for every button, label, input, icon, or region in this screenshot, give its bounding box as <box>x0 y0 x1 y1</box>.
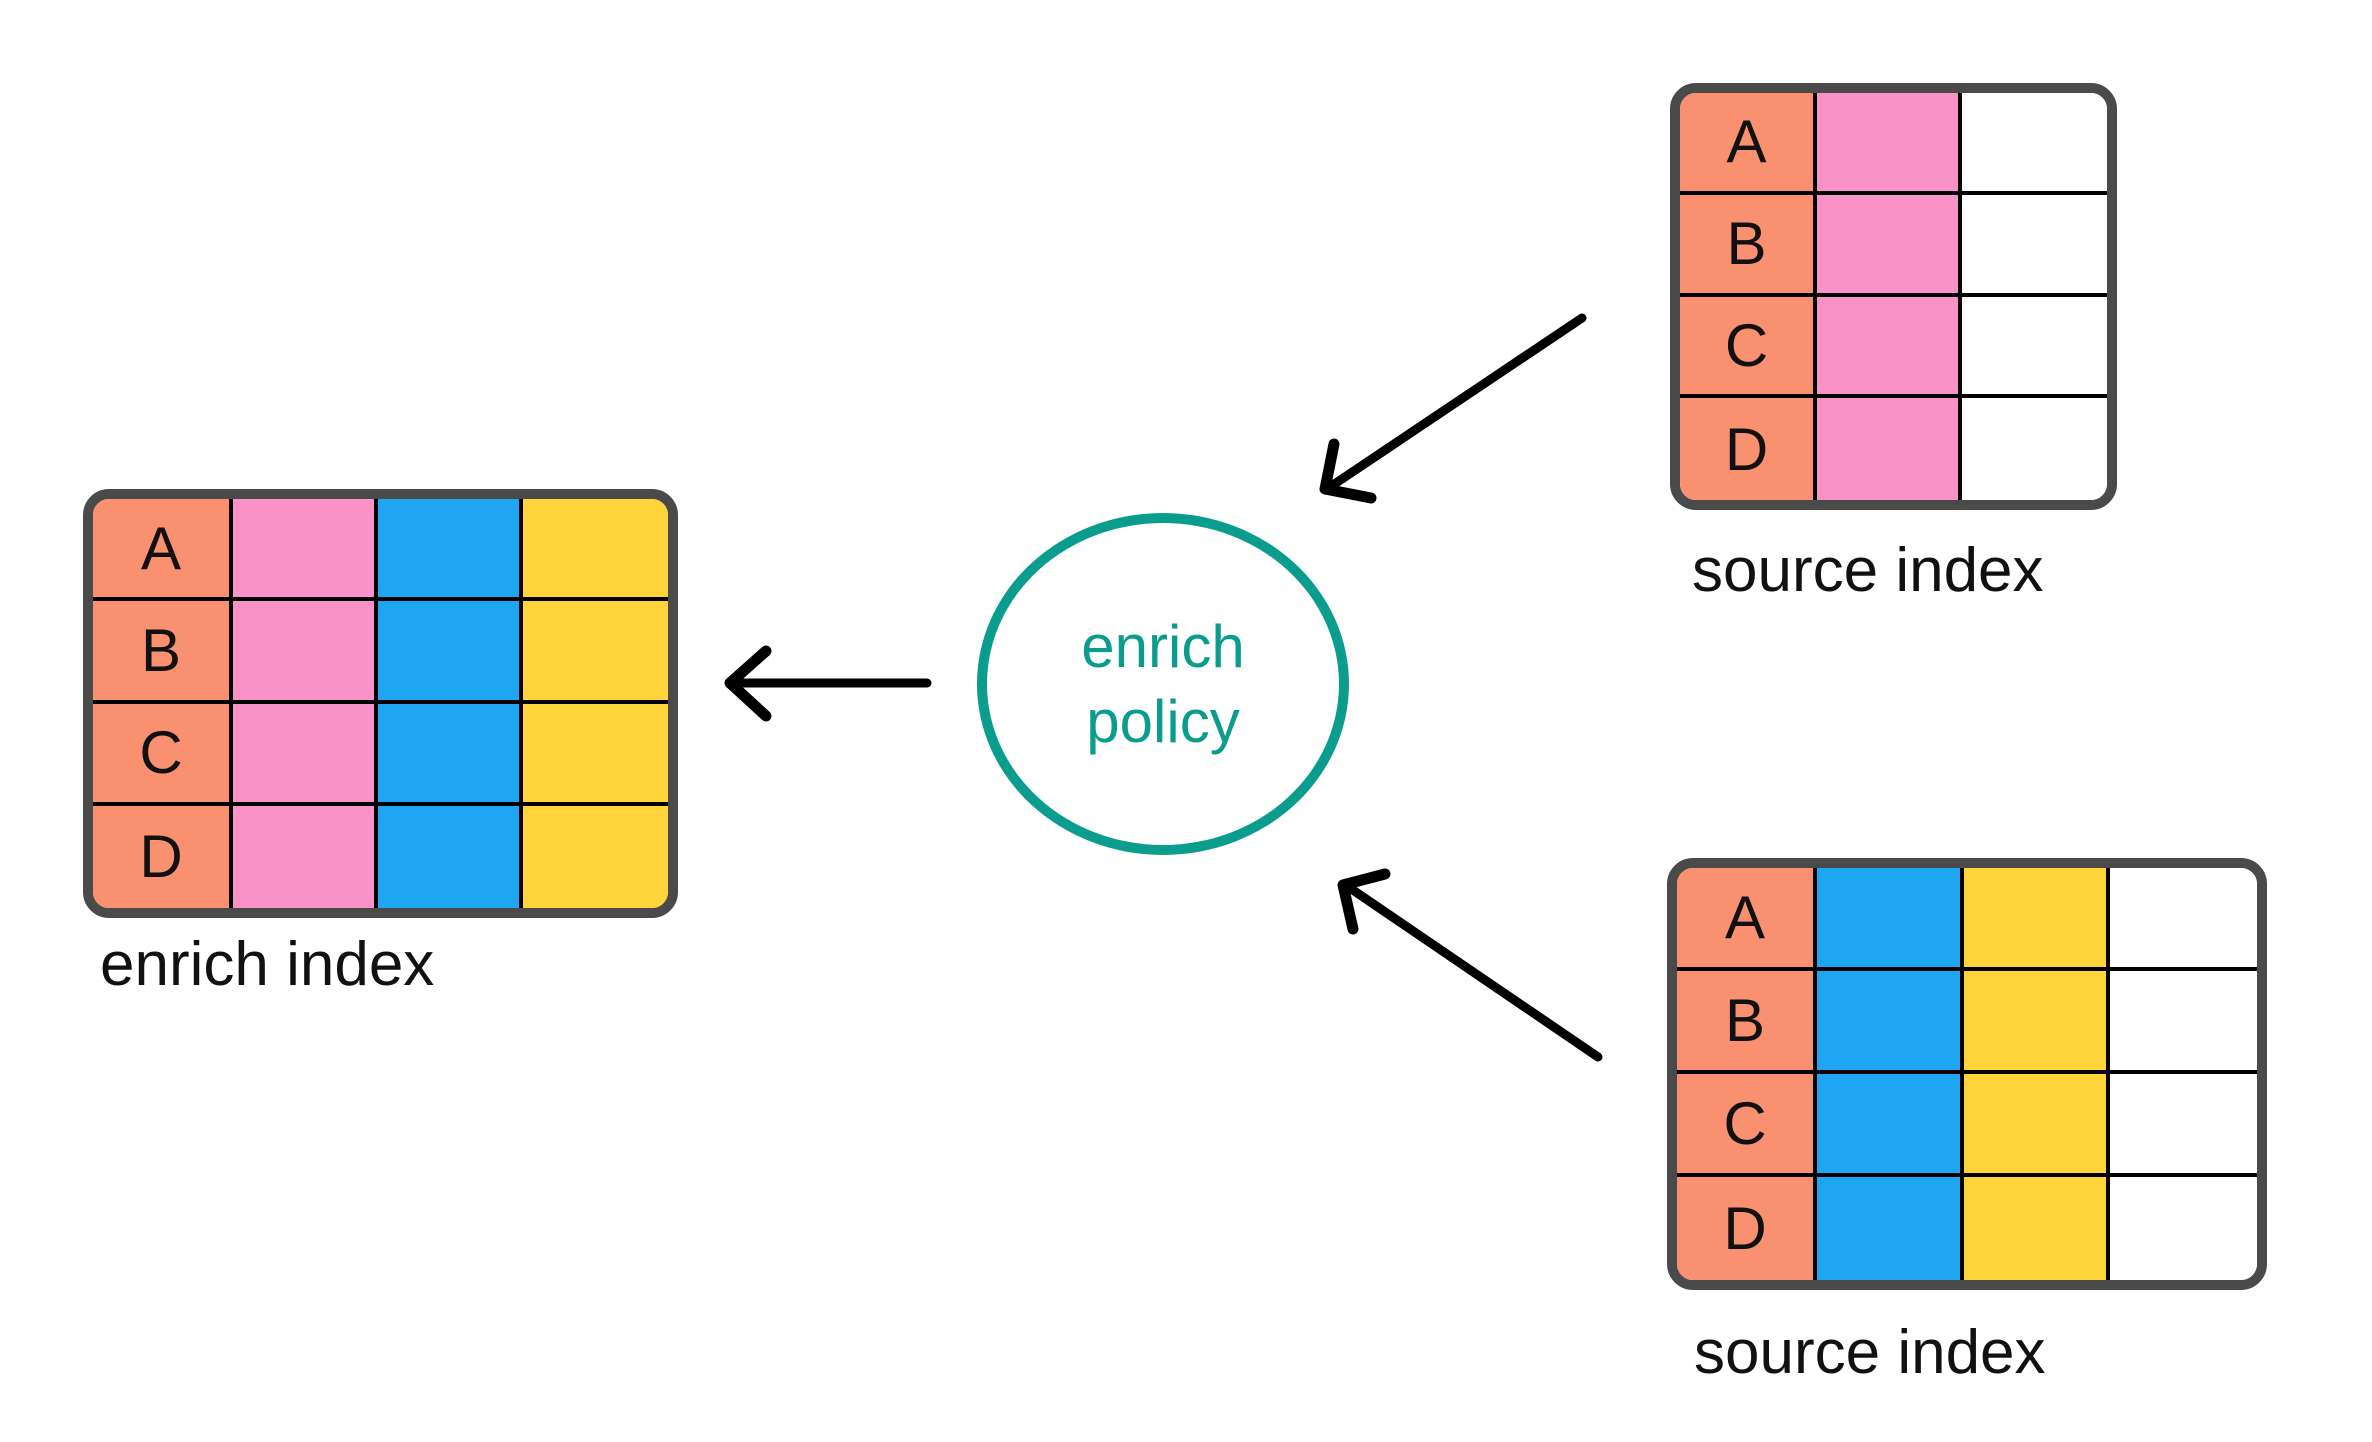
enrich-policy-node: enrich policy <box>977 513 1349 855</box>
row-label-cell: D <box>1677 1177 1817 1280</box>
row-label-cell: B <box>93 601 233 704</box>
table-cell <box>523 601 668 704</box>
table-cell <box>2110 1177 2257 1280</box>
table-cell <box>1817 1074 1964 1177</box>
table-cell <box>1963 868 2111 971</box>
source-index-top-caption: source index <box>1692 536 2044 605</box>
row-label-cell: D <box>1680 398 1817 500</box>
table-cell <box>523 805 668 908</box>
row-label-cell: B <box>1680 194 1817 297</box>
row-label-cell: C <box>1680 296 1817 399</box>
table-cell <box>233 499 378 602</box>
table-cell <box>1817 93 1962 195</box>
table-cell <box>1817 398 1962 500</box>
table-cell <box>233 805 378 908</box>
enrich-policy-label-line2: policy <box>1086 688 1240 755</box>
row-label-cell: A <box>93 499 233 602</box>
table-cell <box>378 805 523 908</box>
arrow-source-top-to-policy-icon <box>1319 313 1587 504</box>
table-cell <box>1962 296 2107 399</box>
row-label-cell: C <box>1677 1074 1817 1177</box>
arrow-source-bottom-to-policy-icon <box>1337 868 1603 1062</box>
table-cell <box>233 601 378 704</box>
table-cell <box>378 499 523 602</box>
table-cell <box>2110 971 2257 1074</box>
table-cell <box>1817 868 1964 971</box>
enrich-index-caption: enrich index <box>100 930 435 999</box>
table-cell <box>1962 398 2107 500</box>
source-index-top-table: A B C D <box>1670 83 2117 510</box>
table-cell <box>1963 1074 2111 1177</box>
table-cell <box>1962 194 2107 297</box>
row-label-cell: A <box>1677 868 1817 971</box>
row-label-cell: A <box>1680 93 1817 195</box>
table-cell <box>1817 296 1962 399</box>
row-label-cell: C <box>93 703 233 806</box>
table-cell <box>233 703 378 806</box>
table-cell <box>378 703 523 806</box>
table-cell <box>1963 971 2111 1074</box>
table-cell <box>2110 868 2257 971</box>
source-index-bottom-caption: source index <box>1694 1318 2046 1387</box>
table-cell <box>1817 194 1962 297</box>
enrich-policy-label-line1: enrich <box>1081 613 1245 680</box>
enrich-index-table: A B C D <box>83 489 678 918</box>
arrow-policy-to-enrich-index-icon <box>724 645 932 722</box>
row-label-cell: D <box>93 805 233 908</box>
table-cell <box>1817 1177 1964 1280</box>
table-cell <box>523 499 668 602</box>
table-cell <box>1817 971 1964 1074</box>
table-cell <box>1963 1177 2111 1280</box>
table-cell <box>523 703 668 806</box>
table-cell <box>2110 1074 2257 1177</box>
source-index-bottom-table: A B C D <box>1667 858 2267 1290</box>
table-cell <box>1962 93 2107 195</box>
table-cell <box>378 601 523 704</box>
row-label-cell: B <box>1677 971 1817 1074</box>
